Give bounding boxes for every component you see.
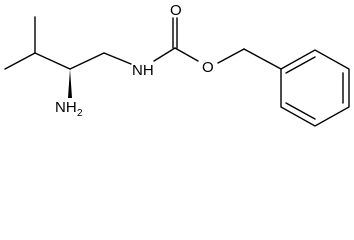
amine-label: NH [55, 99, 77, 116]
benzene-inner-bond-1 [285, 56, 316, 74]
bond-nh-carbonyl [153, 47, 176, 62]
structure-svg: NH 2 NH O O [4, 2, 350, 127]
bond-ch2-phenyl [243, 48, 282, 70]
ester-oxygen-label: O [202, 59, 214, 76]
bond-chiral-ch2 [69, 52, 105, 70]
bond-ester-o-ch2 [217, 48, 245, 64]
wedge-bond-amine [68, 69, 72, 98]
amine-subscript: 2 [77, 108, 83, 119]
bond-carbonyl-ester-o [174, 47, 199, 62]
bond-methyl-left [4, 52, 36, 70]
molecule-diagram: NH 2 NH O O [4, 2, 350, 127]
benzene-inner-bond-3 [285, 102, 316, 120]
carbonyl-oxygen-label: O [170, 2, 182, 19]
bond-ch2-nh [103, 52, 132, 65]
carbamate-nitrogen-label: NH [132, 62, 154, 79]
bond-isopropyl-chiral [34, 52, 71, 70]
benzene-ring [280, 49, 350, 127]
